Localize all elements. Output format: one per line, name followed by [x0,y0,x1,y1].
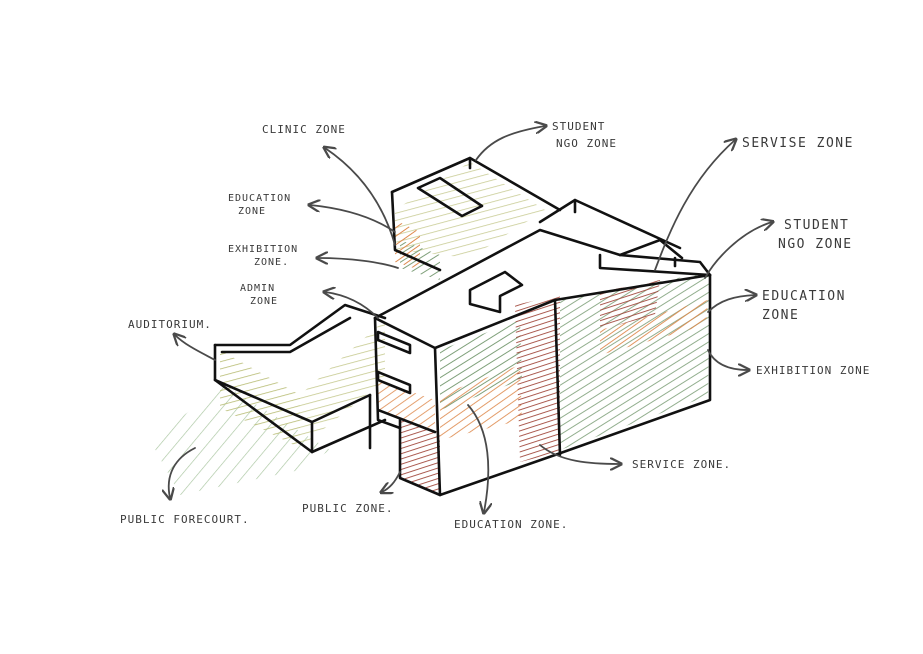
label-public-forecourt: PUBLIC FORECOURT. [120,511,250,528]
label-education-left-line2: ZONE [238,205,266,219]
label-exhibition-left-line1: EXHIBITION [228,243,298,257]
label-student-ngo-top-line2: NGO ZONE [556,135,617,152]
label-exhibition-left-line2: ZONE. [254,256,289,270]
label-education-right-line2: ZONE [762,306,799,325]
label-auditorium: AUDITORIUM. [128,316,212,333]
label-education-right-line1: EDUCATION [762,287,846,306]
label-student-ngo-right-line1: STUDENT [784,216,849,235]
label-student-ngo-top-line1: STUDENT [552,118,605,135]
label-education-zone-bottom: EDUCATION ZONE. [454,516,568,533]
label-student-ngo-right-line2: NGO ZONE [778,235,853,254]
label-servise-zone: SERVISE ZONE [742,134,854,153]
label-service-zone-bottom: SERVICE ZONE. [632,456,731,473]
label-admin-line2: ZONE [250,295,278,309]
label-clinic-zone: CLINIC ZONE [262,121,346,138]
label-public-zone: PUBLIC ZONE. [302,500,393,517]
label-exhibition-right: EXHIBITION ZONE [756,362,870,379]
label-education-left-line1: EDUCATION [228,192,291,206]
label-admin-line1: ADMIN [240,282,275,296]
